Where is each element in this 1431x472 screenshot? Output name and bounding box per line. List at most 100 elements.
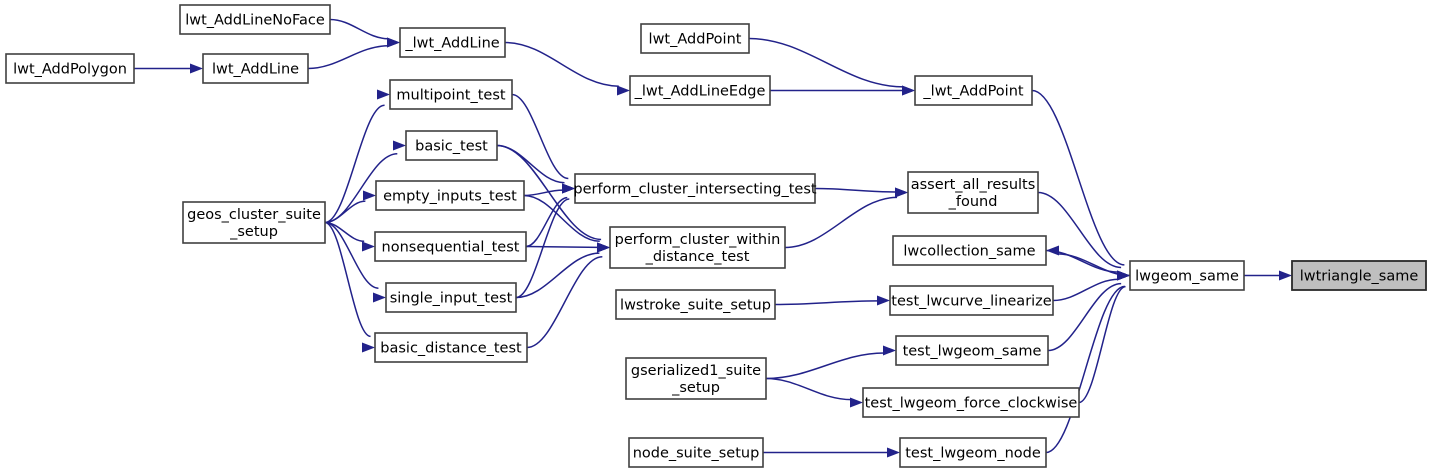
node-box (5, 53, 135, 84)
edge-line (307, 45, 389, 70)
arrowhead-icon (850, 397, 863, 408)
node-label: basic_test (415, 139, 488, 155)
graph-node-test_lwgeom_node[interactable]: test_lwgeom_node (899, 437, 1047, 468)
edge-line (523, 189, 564, 197)
node-box (182, 201, 326, 244)
node-label: lwgeom_same (1135, 269, 1239, 285)
arrowhead-icon (393, 140, 406, 151)
arrowhead-icon (362, 241, 375, 252)
graph-node-lwt_AddPolygon[interactable]: lwt_AddPolygon (5, 53, 135, 84)
edge-line (525, 245, 599, 249)
edge-line (496, 144, 565, 184)
edge-line (523, 194, 600, 243)
arrowhead-icon (363, 190, 376, 201)
graph-node-_lwt_AddLineEdge[interactable]: _lwt_AddLineEdge (629, 75, 771, 106)
arrowhead-icon (1117, 270, 1130, 281)
node-label: lwtriangle_same (1300, 269, 1419, 285)
edges-layer (134, 18, 1292, 458)
edge-line (496, 144, 602, 241)
node-label: perform_cluster_within (615, 232, 781, 248)
graph-node-test_lwgeom_force_clockwise[interactable]: test_lwgeom_force_clockwise (862, 387, 1080, 418)
arrowhead-icon (895, 187, 908, 198)
graph-node-lwcollection_same[interactable]: lwcollection_same (892, 235, 1047, 266)
graph-node-_lwt_AddLine[interactable]: _lwt_AddLine (399, 27, 506, 58)
node-label: _setup (229, 224, 278, 240)
node-box (889, 285, 1054, 316)
graph-edge-gserialized1_suite_setup-to-test_lwgeom_force_clockwise (765, 377, 863, 408)
graph-edge-_lwt_AddLine-to-_lwt_AddLineEdge (504, 41, 630, 96)
graph-node-node_suite_setup[interactable]: node_suite_setup (628, 437, 764, 468)
graph-node-lwt_AddPoint[interactable]: lwt_AddPoint (640, 23, 750, 54)
graph-edge-lwt_AddPoint-to-_lwt_AddPoint (748, 37, 915, 96)
graph-node-lwt_AddLine[interactable]: lwt_AddLine (202, 53, 309, 84)
graph-edge-single_input_test-to-perform_cluster_intersecting_test (515, 183, 575, 299)
node-box (628, 437, 764, 468)
node-box (574, 173, 816, 204)
node-box (640, 23, 750, 54)
graph-node-assert_all_results_found[interactable]: assert_all_results_found (907, 171, 1039, 214)
node-label: test_lwgeom_same (903, 344, 1042, 360)
node-label: lwt_AddLineNoFace (185, 13, 325, 29)
graph-edge-geos_cluster_suite_setup-to-basic_distance_test (324, 221, 375, 353)
graph-node-perform_cluster_intersecting_test[interactable]: perform_cluster_intersecting_test (573, 173, 817, 204)
arrowhead-icon (597, 242, 610, 253)
graph-node-lwt_AddLineNoFace[interactable]: lwt_AddLineNoFace (179, 4, 331, 35)
graph-node-multipoint_test[interactable]: multipoint_test (389, 79, 513, 110)
graph-edge-_lwt_AddLineEdge-to-_lwt_AddPoint (770, 85, 915, 96)
graph-node-single_input_test[interactable]: single_input_test (385, 282, 517, 313)
graph-node-lwtriangle_same[interactable]: lwtriangle_same (1291, 260, 1427, 291)
edge-line (814, 187, 897, 193)
graph-edge-gserialized1_suite_setup-to-test_lwgeom_same (765, 345, 896, 380)
node-box (385, 282, 517, 313)
arrowhead-icon (387, 37, 400, 48)
graph-node-_lwt_AddPoint[interactable]: _lwt_AddPoint (914, 75, 1033, 106)
edge-line (1052, 278, 1119, 302)
graph-node-nonsequential_test[interactable]: nonsequential_test (374, 231, 527, 262)
node-box (862, 387, 1080, 418)
edge-line (324, 221, 371, 338)
arrowhead-icon (617, 85, 630, 96)
edge-line (526, 255, 603, 349)
arrowhead-icon (877, 295, 890, 306)
node-label: node_suite_setup (633, 446, 760, 462)
graph-edge-nonsequential_test-to-perform_cluster_intersecting_test (525, 183, 575, 248)
graph-node-test_lwgeom_same[interactable]: test_lwgeom_same (895, 335, 1049, 366)
graph-node-geos_cluster_suite_setup[interactable]: geos_cluster_suite_setup (182, 201, 326, 244)
node-label: nonsequential_test (382, 240, 520, 256)
graph-edge-geos_cluster_suite_setup-to-empty_inputs_test (324, 190, 376, 224)
node-box (615, 289, 776, 320)
node-label: lwt_AddLine (212, 62, 299, 78)
node-label: single_input_test (390, 291, 513, 307)
graph-node-empty_inputs_test[interactable]: empty_inputs_test (375, 180, 525, 211)
graph-edge-geos_cluster_suite_setup-to-nonsequential_test (324, 221, 375, 252)
node-label: lwstroke_suite_setup (620, 298, 771, 314)
edge-line (1045, 285, 1126, 454)
graph-node-test_lwcurve_linearize[interactable]: test_lwcurve_linearize (889, 285, 1054, 316)
arrowhead-icon (1046, 245, 1059, 256)
graph-edge-test_lwgeom_force_clockwise-to-lwgeom_same (1078, 270, 1130, 404)
graph-node-gserialized1_suite_setup[interactable]: gserialized1_suite_setup (625, 357, 767, 400)
graph-edge-geos_cluster_suite_setup-to-single_input_test (324, 221, 386, 303)
graph-edge-single_input_test-to-perform_cluster_within_distance_test (515, 242, 610, 299)
node-label: _found (948, 194, 998, 210)
graph-edge-lwstroke_suite_setup-to-test_lwcurve_linearize (774, 295, 890, 306)
graph-node-lwstroke_suite_setup[interactable]: lwstroke_suite_setup (615, 289, 776, 320)
node-box (179, 4, 331, 35)
graph-node-basic_test[interactable]: basic_test (405, 130, 498, 161)
graph-edge-perform_cluster_within_distance_test-to-assert_all_results_found (784, 187, 908, 249)
arrowhead-icon (887, 447, 900, 458)
node-label: test_lwgeom_node (905, 446, 1041, 462)
arrowhead-icon (562, 183, 575, 194)
graph-node-perform_cluster_within_distance_test[interactable]: perform_cluster_within_distance_test (609, 226, 786, 269)
arrowhead-icon (883, 345, 896, 356)
graph-node-lwgeom_same[interactable]: lwgeom_same (1129, 260, 1245, 291)
graph-edge-assert_all_results_found-to-lwgeom_same (1037, 191, 1130, 281)
node-box (907, 171, 1039, 214)
node-label: test_lwgeom_force_clockwise (865, 396, 1078, 412)
node-box (1129, 260, 1245, 291)
graph-edge-perform_cluster_intersecting_test-to-assert_all_results_found (814, 187, 908, 198)
graph-node-basic_distance_test[interactable]: basic_distance_test (374, 332, 528, 363)
node-label: test_lwcurve_linearize (891, 294, 1052, 310)
graph-edge-lwt_AddLine-to-_lwt_AddLine (307, 37, 400, 70)
